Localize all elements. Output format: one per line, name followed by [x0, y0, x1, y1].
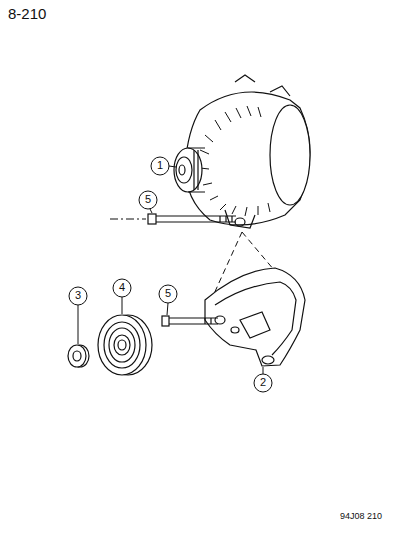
figure-code: 94J08 210 [340, 512, 382, 521]
callout-number: 1 [151, 160, 169, 171]
bolt [162, 316, 218, 326]
callout-number: 2 [254, 377, 272, 388]
callout-number: 5 [139, 194, 157, 205]
callout-number: 5 [159, 288, 177, 299]
page-number: 8-210 [8, 6, 46, 21]
nut [68, 345, 89, 367]
alternator [174, 75, 310, 228]
mounting-bracket [205, 268, 305, 366]
callout-circle [69, 157, 272, 392]
bolt [110, 214, 236, 224]
callout-number: 3 [69, 290, 87, 301]
callout-number: 4 [113, 282, 131, 293]
pulley [98, 315, 152, 375]
